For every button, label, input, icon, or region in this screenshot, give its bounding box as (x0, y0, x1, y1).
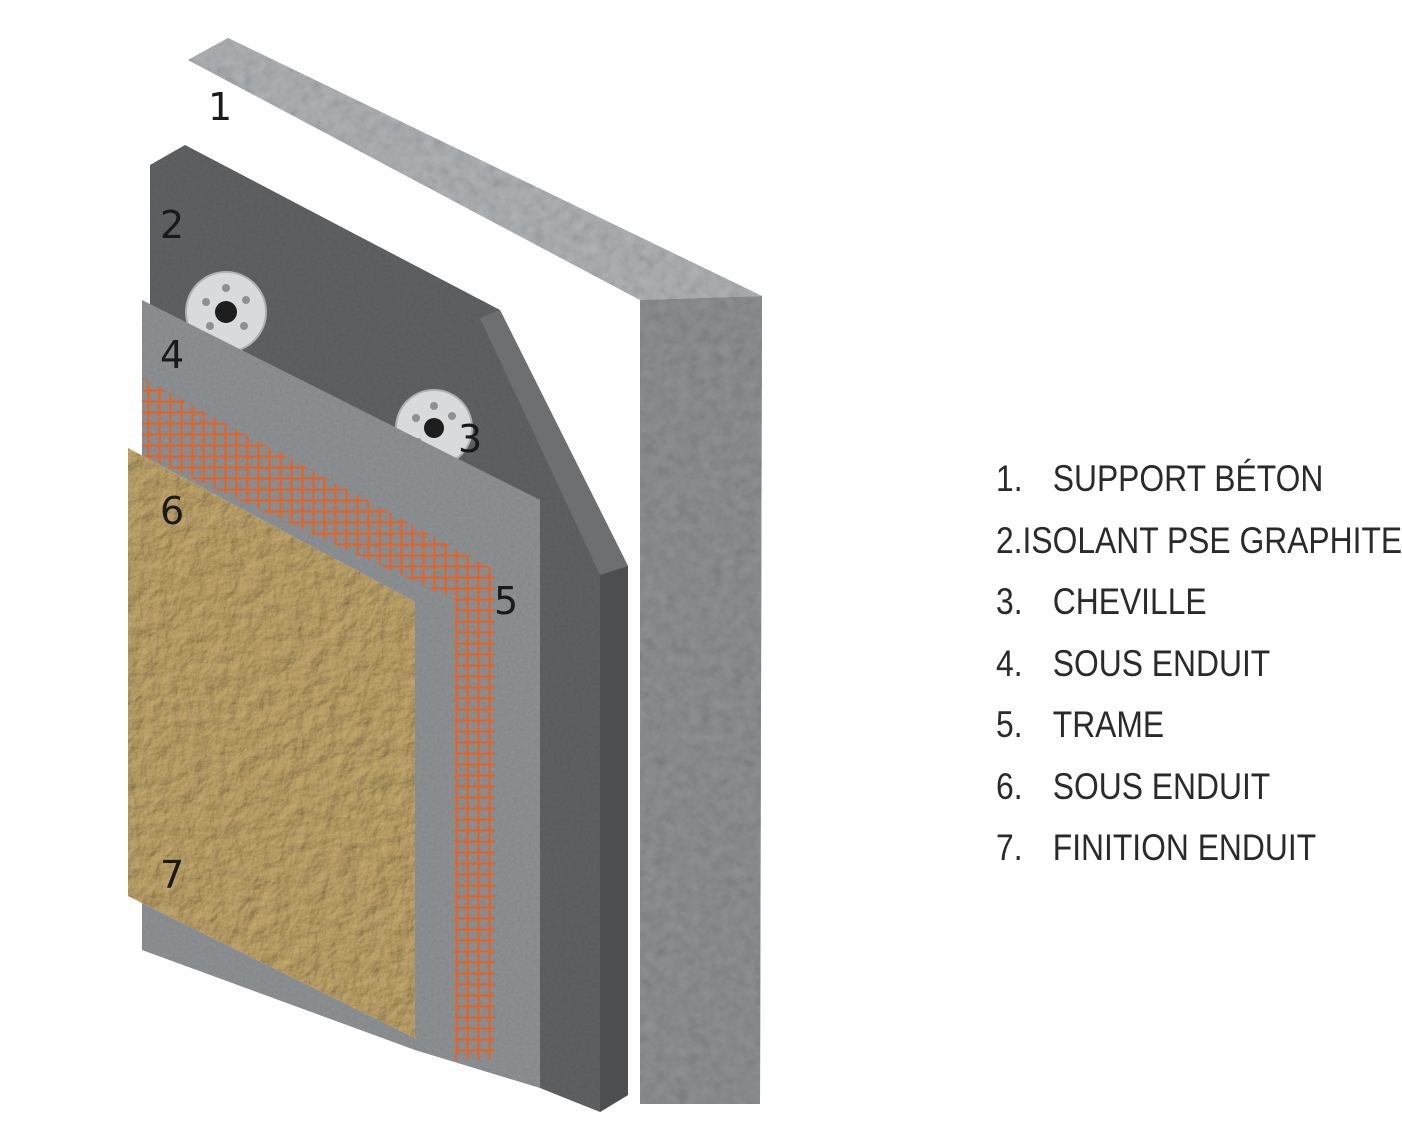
legend-number: 7. (996, 827, 1023, 868)
legend-label: SOUS ENDUIT (1052, 765, 1271, 807)
legend-item: 3. CHEVILLE (996, 581, 1340, 643)
legend-number: 6. (996, 765, 1023, 807)
callout-2: 2 (160, 203, 184, 247)
reinforcement-mesh-layer (142, 378, 495, 1060)
callout-7: 7 (160, 853, 184, 897)
legend-number: 2. (996, 519, 1023, 561)
callout-4: 4 (160, 333, 184, 377)
callout-6: 6 (160, 489, 184, 533)
legend-item: 5. TRAME (996, 704, 1340, 766)
legend-label: TRAME (1052, 704, 1165, 745)
legend-item: 2. ISOLANT PSE GRAPHITE (996, 519, 1402, 582)
legend-number: 5. (996, 704, 1023, 745)
concrete-support-layer (188, 38, 762, 1104)
legend-label: CHEVILLE (1052, 581, 1207, 622)
callout-3: 3 (458, 417, 482, 461)
legend-label: SOUS ENDUIT (1052, 642, 1271, 684)
legend-number: 1. (996, 458, 1023, 499)
legend-number: 4. (996, 642, 1023, 684)
legend-label: SUPPORT BÉTON (1052, 458, 1324, 499)
finish-render-layer (128, 448, 415, 1038)
legend-item: 1. SUPPORT BÉTON (996, 458, 1340, 520)
legend-item: 4. SOUS ENDUIT (996, 643, 1340, 705)
legend: 1. SUPPORT BÉTON 2. ISOLANT PSE GRAPHITE… (996, 458, 1402, 889)
anchor-plug-upper (185, 271, 267, 353)
legend-number: 3. (996, 581, 1023, 622)
legend-label: FINITION ENDUIT (1052, 827, 1317, 868)
callout-5: 5 (494, 579, 518, 623)
callout-1: 1 (208, 85, 232, 129)
legend-label: ISOLANT PSE GRAPHITE (1022, 519, 1402, 561)
legend-item: 6. SOUS ENDUIT (996, 766, 1340, 828)
legend-item: 7. FINITION ENDUIT (996, 827, 1340, 889)
